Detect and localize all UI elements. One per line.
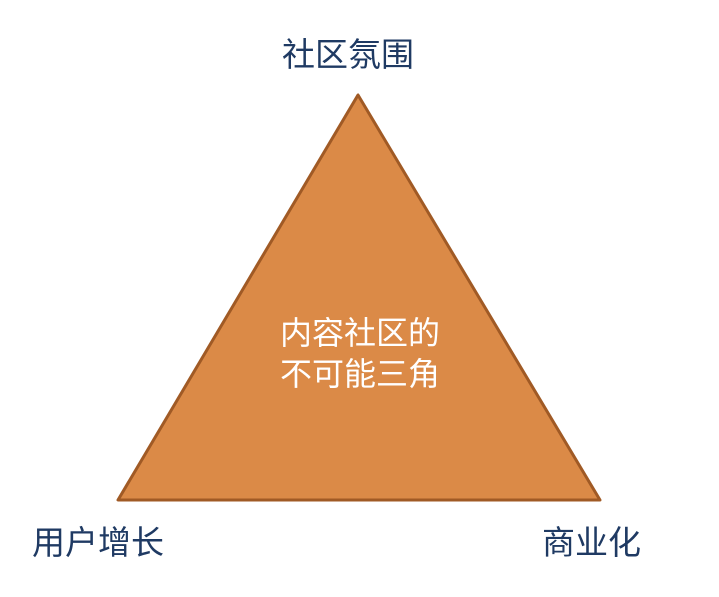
center-text-line-1: 内容社区的: [279, 314, 440, 352]
vertex-label-top: 社区氛围: [282, 35, 414, 74]
vertex-label-bottom-right: 商业化: [542, 523, 641, 562]
vertex-label-bottom-left: 用户增长: [32, 523, 164, 562]
center-text-line-2: 不可能三角: [279, 355, 440, 393]
triangle-shape: [116, 93, 602, 502]
triangle-center-text: 内容社区的 不可能三角: [240, 313, 480, 395]
